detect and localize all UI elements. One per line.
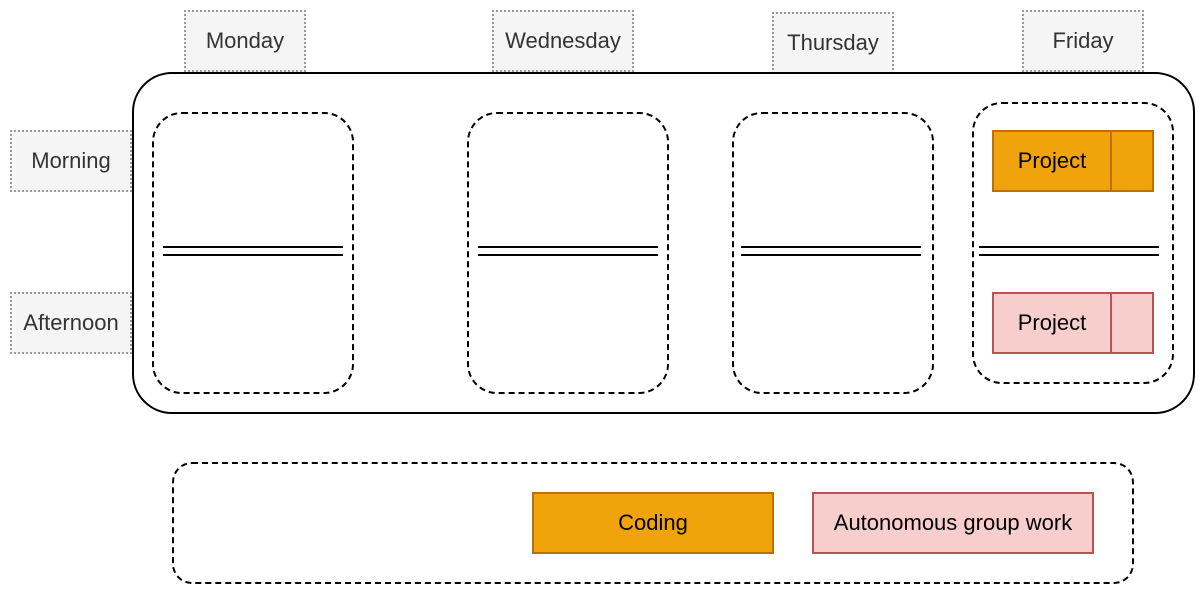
slot-divider-friday: [979, 246, 1159, 256]
friday-morning-project-label: Project: [1017, 148, 1087, 173]
day-column-wednesday: [467, 112, 669, 394]
day-label-wednesday: Wednesday: [492, 10, 634, 72]
day-label-friday: Friday: [1022, 10, 1144, 72]
legend-coding: Coding: [532, 492, 774, 554]
friday-morning-block-tab: [1110, 132, 1152, 190]
slot-divider-wednesday: [478, 246, 658, 256]
friday-morning-project-block[interactable]: Project: [992, 130, 1154, 192]
slot-divider-thursday: [741, 246, 921, 256]
slot-label-morning: Morning: [10, 130, 132, 192]
day-label-thursday: Thursday: [772, 12, 894, 74]
friday-afternoon-project-block[interactable]: Project: [992, 292, 1154, 354]
friday-afternoon-project-label: Project: [1017, 310, 1087, 335]
legend-frame: [172, 462, 1134, 584]
day-column-thursday: [732, 112, 934, 394]
friday-afternoon-block-tab: [1110, 294, 1152, 352]
day-label-monday: Monday: [184, 10, 306, 72]
day-column-monday: [152, 112, 354, 394]
day-column-friday: [972, 102, 1174, 384]
slot-divider-monday: [163, 246, 343, 256]
legend-autonomous-group-work: Autonomous group work: [812, 492, 1094, 554]
slot-label-afternoon: Afternoon: [10, 292, 132, 354]
